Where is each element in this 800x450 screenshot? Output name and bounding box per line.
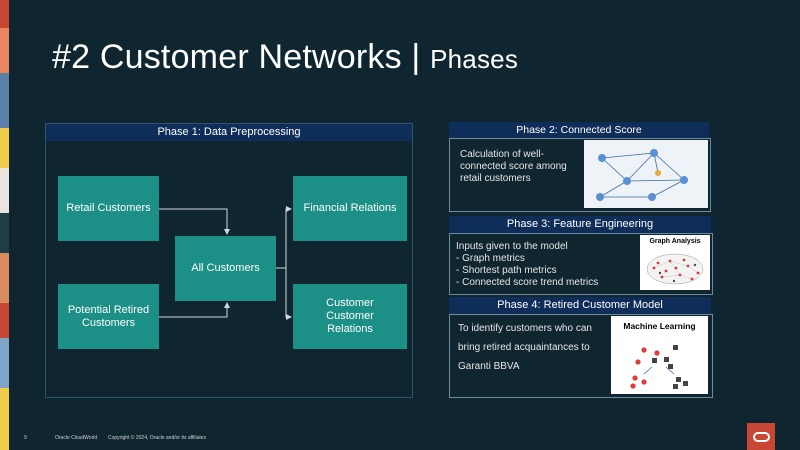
network-graph-icon <box>596 149 688 201</box>
oracle-logo-icon <box>747 423 775 450</box>
all-customers-box: All Customers <box>175 236 276 301</box>
arrow-potential-to-all <box>159 302 230 318</box>
graph-analysis-image: Graph Analysis <box>640 235 710 290</box>
machine-learning-label: Machine Learning <box>623 321 696 331</box>
footer-event: Oracle CloudWorld <box>55 435 98 441</box>
phase2-header: Phase 2: Connected Score <box>449 122 709 139</box>
phase1-header: Phase 1: Data Preprocessing <box>46 124 412 141</box>
machine-learning-icon <box>630 345 688 389</box>
phase4-text: To identify customers who can bring reti… <box>458 323 592 372</box>
phase3-line-2: - Graph metrics <box>456 253 525 264</box>
phase3-header: Phase 3: Feature Engineering <box>449 216 711 233</box>
arrow-to-financial <box>285 206 292 268</box>
title-main: #2 Customer Networks | <box>52 38 431 76</box>
phase3-line-1: Inputs given to the model <box>456 241 568 252</box>
footer-copyright: Copyright © 2024, Oracle and/or its affi… <box>108 435 207 441</box>
arrow-retail-to-all <box>159 208 230 235</box>
phase2-text: Calculation of well-connected score amon… <box>460 149 567 184</box>
potential-retired-customers-box: Potential Retired Customers <box>58 284 159 349</box>
phase3-line-3: - Shortest path metrics <box>456 265 557 276</box>
financial-relations-box: Financial Relations <box>293 176 407 241</box>
retail-customers-box: Retail Customers <box>58 176 159 241</box>
graph-analysis-label: Graph Analysis <box>649 238 701 245</box>
phase3-line-4: - Connected score trend metrics <box>456 277 599 288</box>
title-sub: Phases <box>430 44 519 74</box>
arrow-to-customer-relations <box>285 268 292 320</box>
network-graph-image <box>584 140 708 208</box>
phase4-header: Phase 4: Retired Customer Model <box>449 297 711 314</box>
customer-relations-box: Customer Customer Relations <box>293 284 407 349</box>
decorative-color-stripe <box>0 0 9 450</box>
machine-learning-image: Machine Learning <box>611 316 708 394</box>
graph-cloud-icon <box>646 253 704 285</box>
page-number: 9 <box>24 435 27 441</box>
page-title: #2 Customer Networks | Phases <box>52 38 518 77</box>
